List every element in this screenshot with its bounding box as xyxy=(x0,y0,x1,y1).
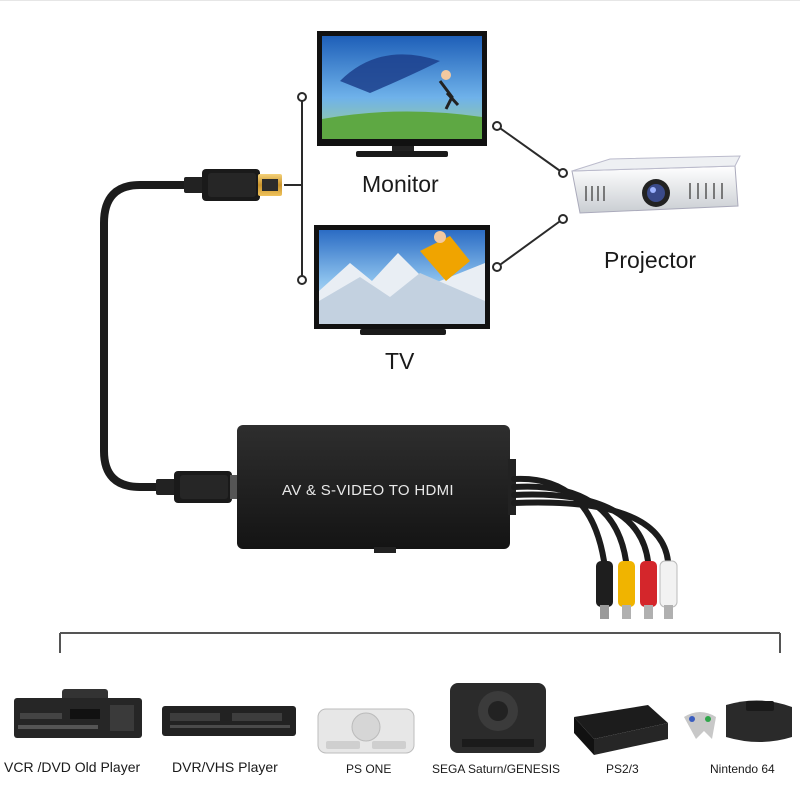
source-label-n64: Nintendo 64 xyxy=(710,762,775,776)
rca-plugs-icon xyxy=(596,560,678,619)
source-label-sega: SEGA Saturn/GENESIS xyxy=(432,762,561,776)
ps2-3-icon xyxy=(574,705,668,755)
source-bracket xyxy=(59,632,781,653)
hdmi-cable xyxy=(100,181,190,491)
tv-icon xyxy=(314,225,490,335)
projector-label: Projector xyxy=(604,247,697,273)
converter-label: AV & S-VIDEO TO HDMI xyxy=(282,482,454,499)
source-label-ps-one: PS ONE xyxy=(346,762,392,776)
hdmi-plug-bottom-icon xyxy=(156,471,238,503)
tv-label: TV xyxy=(385,348,415,374)
hdmi-plug-top-icon xyxy=(184,169,282,201)
vcr-dvd-icon xyxy=(14,689,142,738)
monitor-label: Monitor xyxy=(362,171,439,197)
projector-icon xyxy=(571,155,741,214)
output-bracket xyxy=(284,92,307,285)
projector-connectors xyxy=(492,121,568,272)
dvr-vhs-icon xyxy=(162,706,296,736)
nintendo-64-icon xyxy=(684,700,792,742)
monitor-icon xyxy=(317,31,487,157)
source-label-vcr-dvd: VCR /DVD Old Player xyxy=(4,759,141,775)
sega-saturn-icon xyxy=(450,683,546,753)
av-cables xyxy=(511,475,671,564)
source-label-dvr-vhs: DVR/VHS Player xyxy=(172,759,278,775)
ps-one-icon xyxy=(317,708,415,754)
source-label-ps2-3: PS2/3 xyxy=(606,762,639,776)
